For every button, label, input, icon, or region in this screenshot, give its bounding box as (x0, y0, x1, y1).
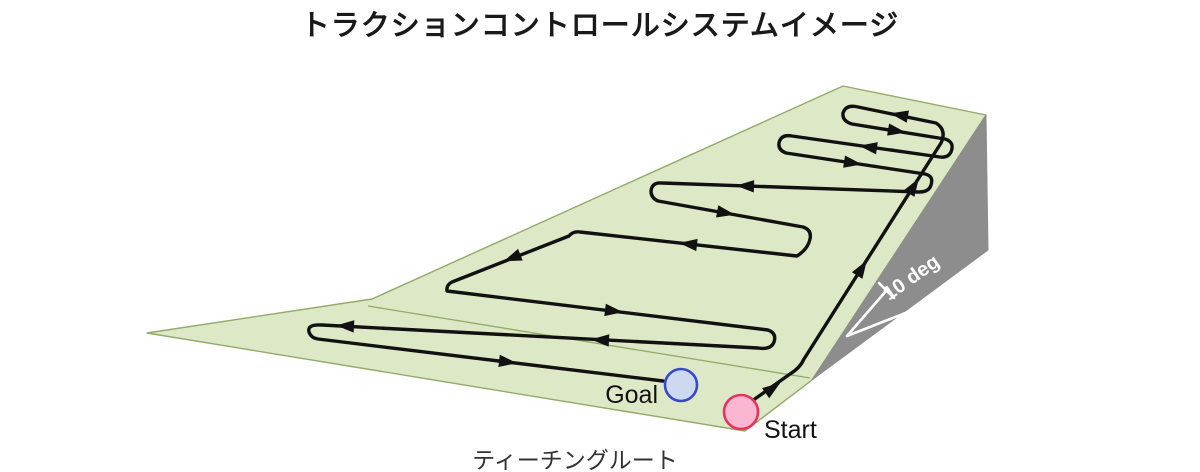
slope-surface (146, 85, 987, 432)
route-arrowhead (903, 178, 919, 197)
diagram-caption: ティーチングルート (472, 447, 678, 472)
route-arrowhead (591, 334, 610, 347)
route-arrowheads (336, 110, 919, 399)
teaching-route-path (307, 104, 954, 403)
slope-foot-fold-line (367, 305, 811, 379)
route-arrowhead (843, 155, 862, 168)
route-arrowhead (851, 260, 867, 279)
goal-marker (663, 367, 699, 403)
slope-angle-icon-tick (877, 281, 896, 300)
route-arrowhead (498, 354, 517, 368)
route-arrowhead (736, 180, 755, 193)
route-arrowhead (890, 110, 909, 123)
route-arrowhead (762, 382, 781, 399)
route-arrowhead (503, 248, 523, 262)
diagram-title: トラクションコントロールシステムイメージ (300, 10, 900, 42)
route-arrowhead (336, 320, 355, 333)
slope-angle-icon (845, 289, 910, 338)
start-label: Start (764, 416, 817, 444)
start-marker (722, 393, 760, 431)
route-arrowhead (716, 205, 735, 218)
route-arrowhead (859, 142, 878, 155)
goal-label: Goal (605, 381, 658, 409)
route-arrowhead (604, 303, 623, 317)
route-arrowhead (679, 238, 698, 252)
route-arrowhead (887, 123, 906, 136)
